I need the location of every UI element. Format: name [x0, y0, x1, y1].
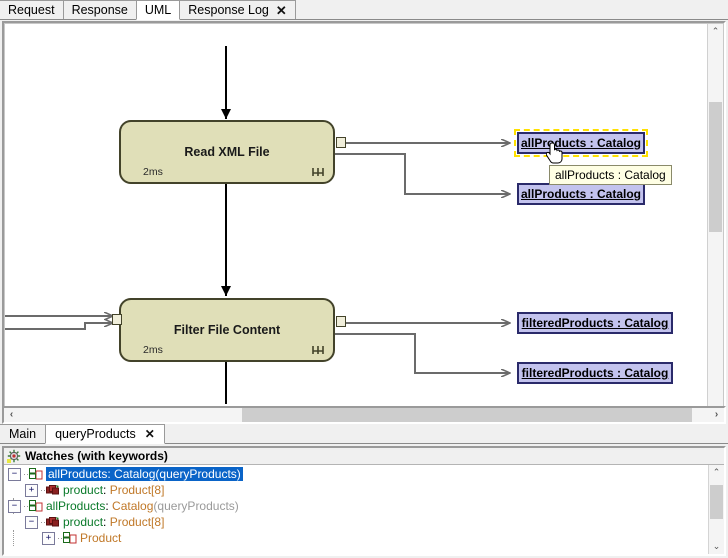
subactivity-rake-icon: [311, 165, 325, 179]
watches-vertical-scrollbar[interactable]: ⌃ ⌄: [708, 465, 724, 554]
collection-icon: [46, 516, 60, 528]
tree-row[interactable]: − ·· product: Product[8]: [4, 514, 709, 530]
tree-var-type: Catalog: [112, 499, 153, 513]
output-pin[interactable]: [336, 316, 346, 327]
close-icon[interactable]: ✕: [276, 4, 287, 17]
tab-main[interactable]: Main: [0, 424, 46, 443]
tree-expander[interactable]: +: [25, 484, 38, 497]
tab-request[interactable]: Request: [0, 0, 64, 19]
tree-var-type: Product[8]: [110, 483, 165, 497]
mouse-cursor-hand-icon: [546, 142, 564, 166]
tree-row-label: Product: [80, 531, 121, 545]
tab-label: Response: [72, 1, 128, 20]
tab-uml[interactable]: UML: [136, 0, 180, 20]
node-title: Filter File Content: [121, 323, 333, 337]
watches-title: Watches (with keywords): [25, 449, 168, 463]
scrollbar-thumb[interactable]: [242, 408, 692, 422]
watches-header: Watches (with keywords): [4, 448, 724, 465]
object-node-filteredproducts-2[interactable]: filteredProducts : Catalog: [517, 362, 673, 384]
tab-queryproducts[interactable]: queryProducts ✕: [45, 424, 165, 444]
diagram-horizontal-scrollbar[interactable]: ‹ ›: [2, 406, 726, 424]
tree-var-name: allProducts: [48, 467, 107, 481]
watches-panel: Watches (with keywords) − ·· allProducts…: [2, 446, 726, 556]
scroll-left-icon[interactable]: ‹: [4, 408, 19, 422]
tree-row[interactable]: + ·· product: Product[8]: [4, 482, 709, 498]
tree-expander[interactable]: −: [25, 516, 38, 529]
tree-var-name: product: [63, 483, 103, 497]
tab-response-log[interactable]: Response Log ✕: [179, 0, 296, 19]
class-node-icon: [29, 468, 43, 480]
uml-canvas[interactable]: Read XML File 2ms Filter File Content 2m…: [5, 24, 709, 404]
object-label: allProducts : Catalog: [521, 136, 641, 150]
subactivity-rake-icon: [311, 343, 325, 357]
tree-row[interactable]: − ·· allProducts: Catalog(queryProducts): [4, 466, 709, 482]
watches-icon: [7, 449, 21, 463]
top-tab-strip: Request Response UML Response Log ✕: [0, 0, 728, 20]
tree-sep: :: [103, 515, 110, 529]
tree-sep: :: [103, 483, 110, 497]
tree-expander[interactable]: −: [8, 500, 21, 513]
diagram-vertical-scrollbar[interactable]: ⌃ ⌄: [707, 24, 723, 419]
tree-row-label: product: Product[8]: [63, 515, 164, 529]
collection-icon: [46, 484, 60, 496]
tooltip-text: allProducts : Catalog: [555, 168, 666, 182]
tree-row-label: allProducts: Catalog(queryProducts): [46, 499, 239, 513]
tab-response[interactable]: Response: [63, 0, 137, 19]
tree-row-label: allProducts: Catalog(queryProducts): [46, 467, 243, 481]
class-node-icon: [63, 532, 77, 544]
close-icon[interactable]: ✕: [145, 427, 155, 441]
node-title: Read XML File: [121, 145, 333, 159]
activity-node-filter-file-content[interactable]: Filter File Content 2ms: [119, 298, 335, 362]
object-label: filteredProducts : Catalog: [522, 316, 669, 330]
tree-var-name: allProducts: [46, 499, 105, 513]
scroll-up-icon[interactable]: ⌃: [709, 465, 724, 480]
output-pin[interactable]: [336, 137, 346, 148]
tree-var-type: Product: [80, 531, 121, 545]
tab-label: queryProducts: [55, 427, 136, 441]
node-duration: 2ms: [143, 166, 163, 178]
tree-var-scope: (queryProducts): [153, 499, 238, 513]
tab-label: UML: [145, 0, 171, 20]
scrollbar-thumb[interactable]: [710, 485, 723, 519]
tree-row-label: product: Product[8]: [63, 483, 164, 497]
input-pin[interactable]: [112, 314, 122, 325]
tree-row[interactable]: − ·· allProducts: Catalog(queryProducts): [4, 498, 709, 514]
object-label: filteredProducts : Catalog: [522, 366, 669, 380]
class-node-icon: [29, 500, 43, 512]
tab-label: Request: [8, 1, 55, 20]
bottom-tab-strip: Main queryProducts ✕: [0, 424, 728, 444]
scrollbar-thumb[interactable]: [709, 102, 722, 232]
activity-node-read-xml-file[interactable]: Read XML File 2ms: [119, 120, 335, 184]
connector-lines: [5, 24, 709, 404]
tree-var-name: product: [63, 515, 103, 529]
uml-diagram-panel: Read XML File 2ms Filter File Content 2m…: [2, 21, 726, 422]
tree-expander[interactable]: −: [8, 468, 21, 481]
node-duration: 2ms: [143, 344, 163, 356]
scroll-up-icon[interactable]: ⌃: [708, 24, 723, 39]
object-node-allproducts-selected[interactable]: allProducts : Catalog: [517, 132, 645, 154]
tree-var-type: Product[8]: [110, 515, 165, 529]
object-label: allProducts : Catalog: [521, 187, 641, 201]
tab-label: Main: [9, 427, 36, 441]
object-node-filteredproducts-1[interactable]: filteredProducts : Catalog: [517, 312, 673, 334]
tree-expander[interactable]: +: [42, 532, 55, 545]
tree-var-scope: (queryProducts): [155, 467, 240, 481]
tree-var-type: Catalog: [114, 467, 155, 481]
scroll-right-icon[interactable]: ›: [709, 408, 724, 422]
tab-label: Response Log: [188, 1, 269, 20]
watches-tree[interactable]: − ·· allProducts: Catalog(queryProducts)…: [4, 465, 709, 554]
uml-diagram-viewport[interactable]: Read XML File 2ms Filter File Content 2m…: [4, 23, 724, 420]
tooltip: allProducts : Catalog: [549, 165, 672, 185]
tree-row[interactable]: + ·· Product: [4, 530, 709, 546]
scroll-down-icon[interactable]: ⌄: [709, 539, 724, 554]
object-node-allproducts[interactable]: allProducts : Catalog: [517, 183, 645, 205]
